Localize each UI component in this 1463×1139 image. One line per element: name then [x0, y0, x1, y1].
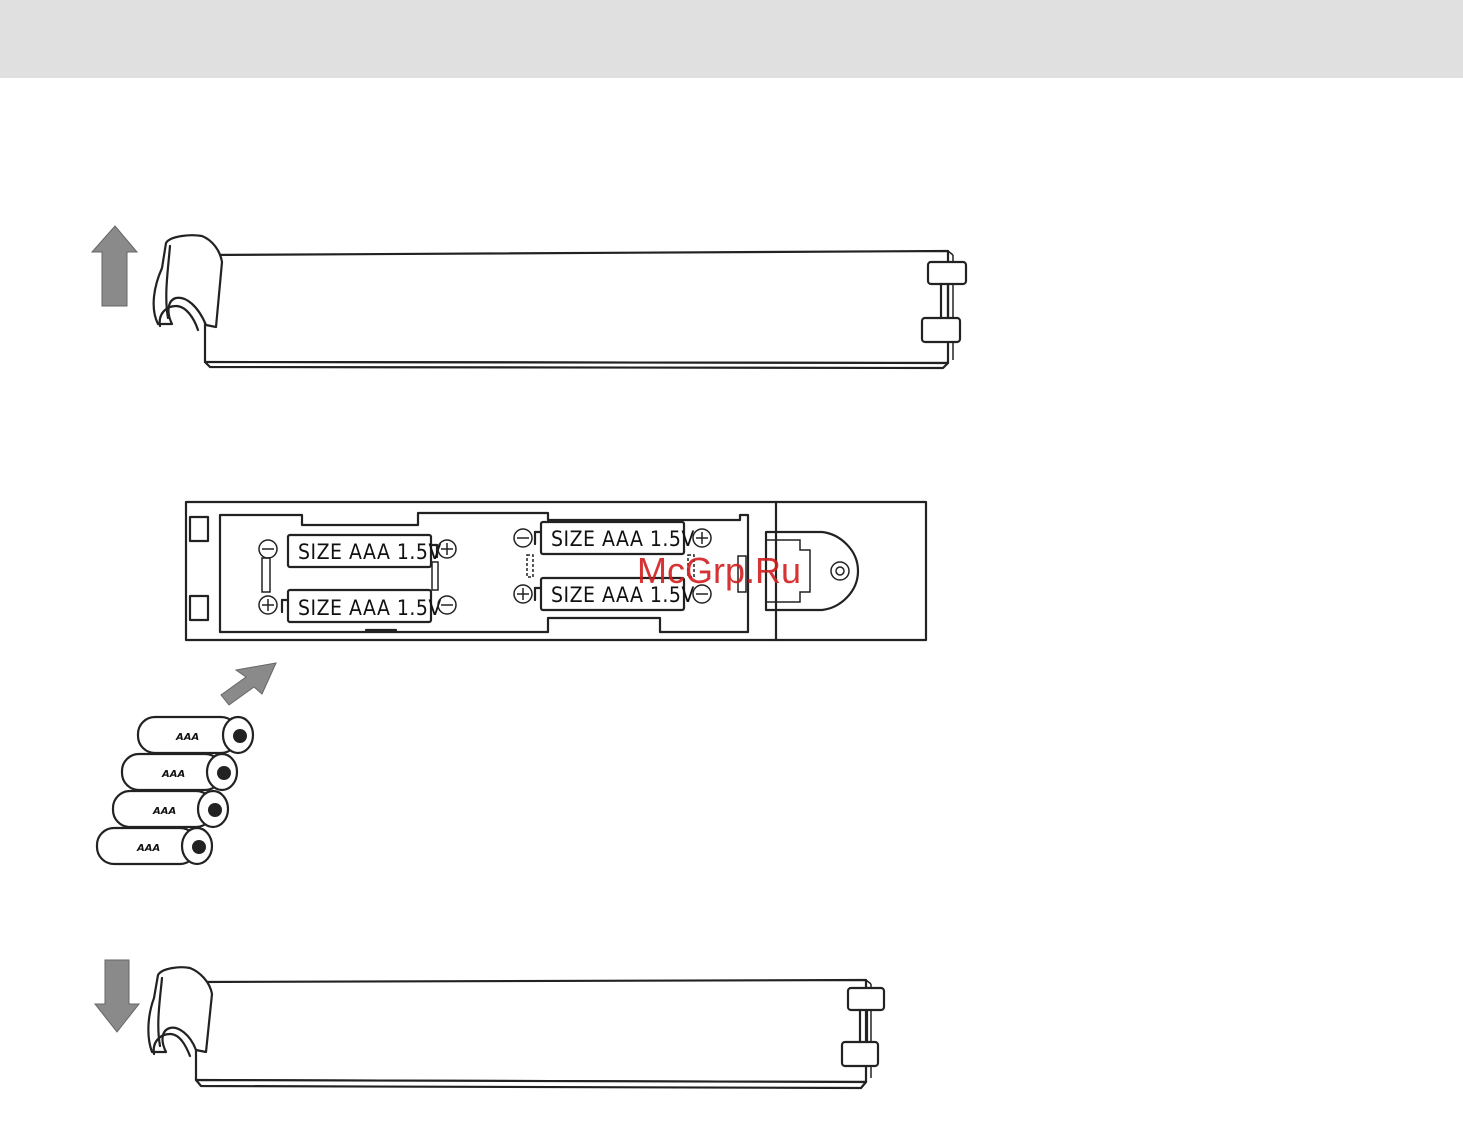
battery-cover[interactable] [205, 251, 953, 368]
aaa-battery-4-label: AAA [136, 843, 160, 854]
aaa-battery-1-label: AAA [175, 732, 199, 743]
slot-1-label: SIZE AAA 1.5V [298, 540, 442, 564]
aaa-battery-2: AAA [122, 754, 237, 790]
step-3-cover-close [95, 960, 884, 1088]
slot-2-label: SIZE AAA 1.5V [298, 596, 442, 620]
watermark-text: McGrp.Ru [637, 550, 801, 591]
insert-arrow-icon [221, 663, 276, 705]
cover-latch[interactable] [154, 235, 222, 330]
aaa-battery-3-label: AAA [152, 806, 176, 817]
battery-slot-1: SIZE AAA 1.5V [259, 535, 456, 567]
battery-compartment: SIZE AAA 1.5V SIZE AAA 1.5V SIZE AAA 1.5… [186, 502, 926, 640]
battery-cover-closing[interactable] [196, 980, 871, 1088]
aaa-battery-4: AAA [97, 828, 212, 864]
battery-slot-2: SIZE AAA 1.5V [259, 590, 456, 622]
slot-3-label: SIZE AAA 1.5V [551, 527, 695, 551]
down-arrow-icon [95, 960, 139, 1032]
aaa-battery-2-label: AAA [161, 769, 185, 780]
aaa-batteries: AAA AAA AAA AAA [97, 717, 253, 864]
aaa-battery-3: AAA [113, 791, 228, 827]
step-1-cover-open [92, 226, 966, 368]
cover-latch-closing[interactable] [148, 967, 212, 1056]
up-arrow-icon [92, 226, 137, 306]
aaa-battery-1: AAA [138, 717, 253, 753]
